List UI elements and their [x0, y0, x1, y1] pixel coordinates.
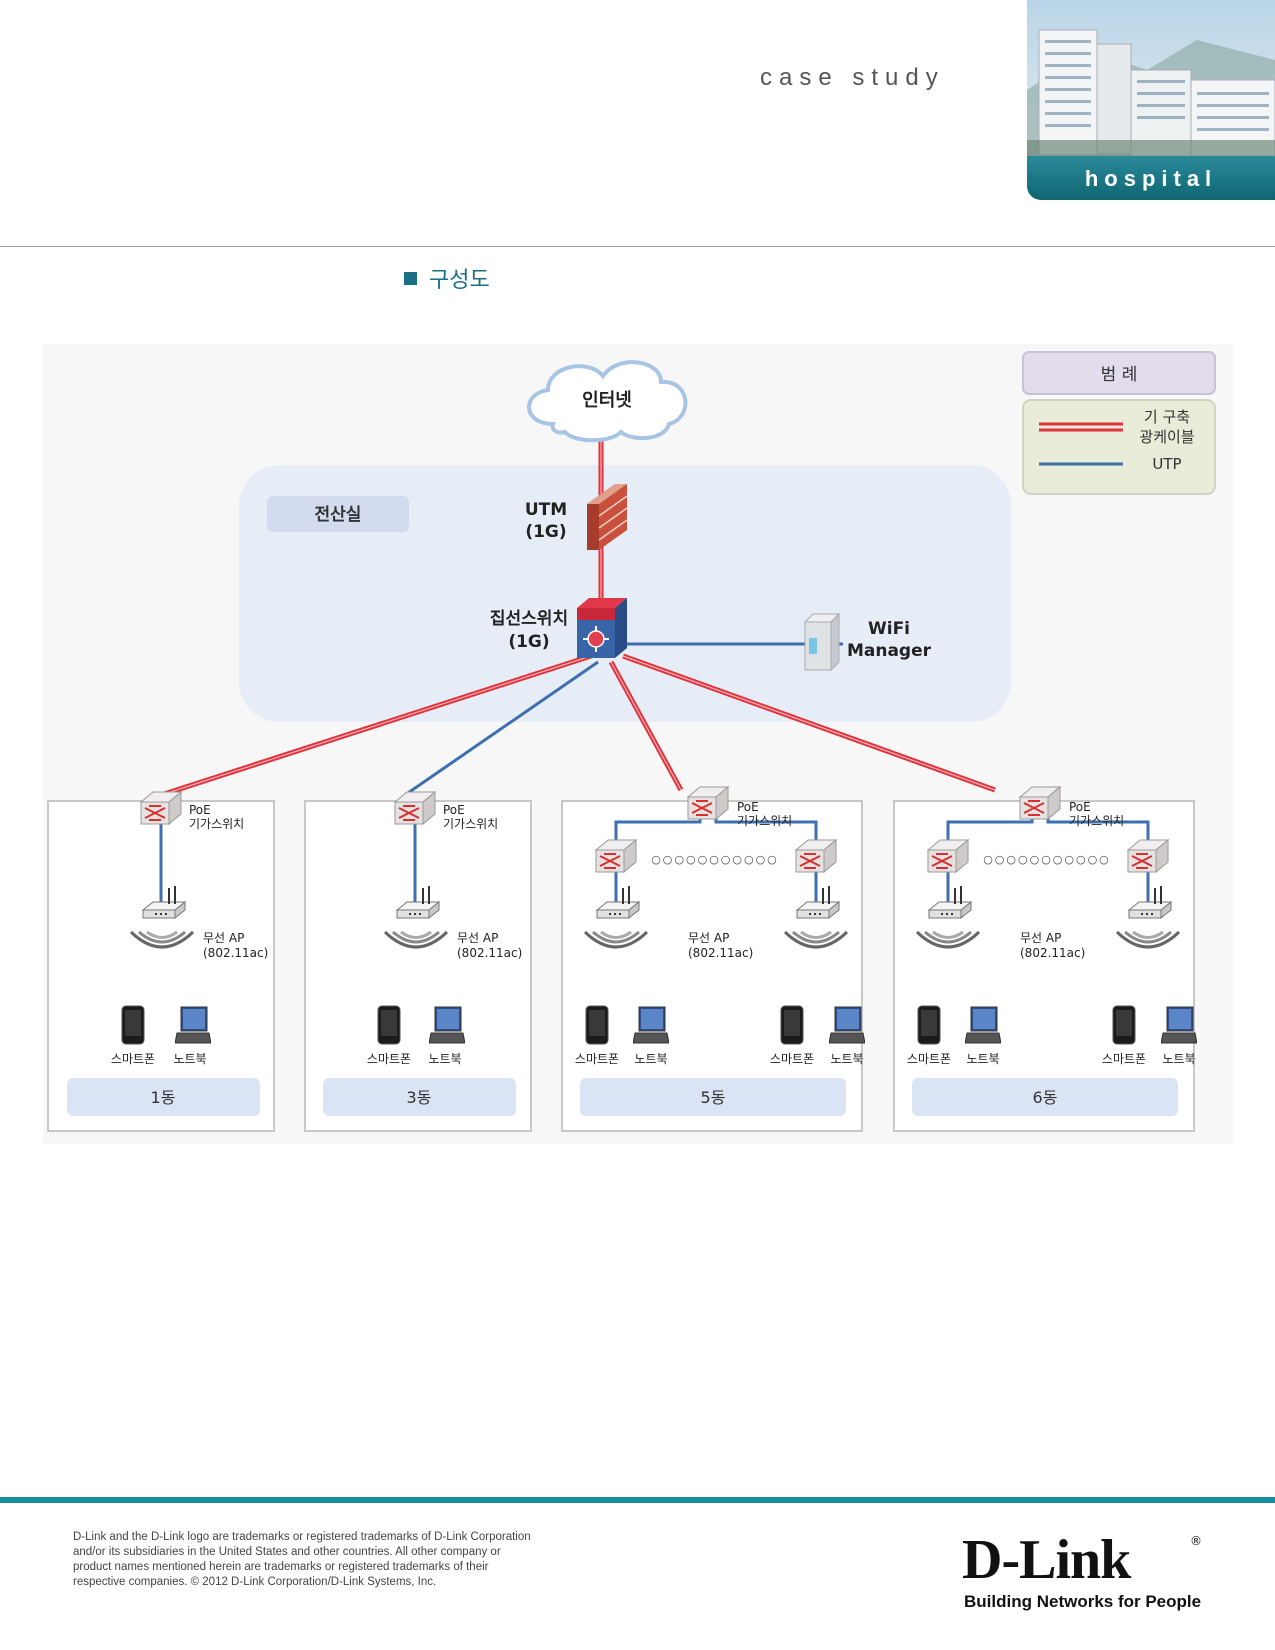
core-switch-speed: (1G) [508, 632, 549, 652]
ap-label-1: 무선 AP [1020, 931, 1061, 945]
smartphone-icon [780, 1005, 804, 1045]
smartphone-icon [121, 1005, 145, 1045]
smartphone-label: 스마트폰 [111, 1052, 155, 1066]
building-name: 1동 [151, 1088, 176, 1107]
poe-switch-label-1: PoE [1069, 800, 1091, 814]
poe-switch-icon [140, 791, 182, 825]
poe-switch-icon [394, 791, 436, 825]
poe-switch-label-2: 기가스위치 [1069, 814, 1124, 828]
building-5dong: PoE 기가스위치 ○○○○○○○○○○○ 무선 AP (802.11ac) 스… [561, 786, 865, 1132]
ap-label-1: 무선 AP [457, 931, 498, 945]
footer-line: respective companies. © 2012 D-Link Corp… [73, 1576, 437, 1588]
square-bullet-icon [404, 272, 417, 285]
poe-switch-icon [795, 839, 837, 873]
building-name-box [912, 1078, 1178, 1116]
laptop-label: 노트북 [173, 1052, 206, 1066]
server-room-label-box [267, 496, 409, 532]
case-study-label: case study [760, 64, 945, 91]
smartphone-label: 스마트폰 [907, 1052, 951, 1066]
poe-switch-label-2: 기가스위치 [443, 817, 498, 831]
building-name: 6동 [1033, 1088, 1058, 1107]
legend-fiber-label-1: 기 구축 [1144, 408, 1190, 426]
building-1dong: PoE 기가스위치 무선 AP (802.11ac) 스마트폰 노트북 1동 [47, 791, 275, 1132]
poe-switch-label-2: 기가스위치 [737, 814, 792, 828]
section-title: 구성도 [404, 262, 490, 294]
ap-label-2: (802.11ac) [1020, 946, 1085, 960]
footer-line: and/or its subsidiaries in the United St… [73, 1546, 501, 1558]
laptop-label: 노트북 [428, 1052, 461, 1066]
legend-title-box [1022, 351, 1216, 395]
hospital-hero-image: hospital [1027, 0, 1275, 200]
laptop-label: 노트북 [1162, 1052, 1195, 1066]
wifi-manager-label-2: Manager [847, 641, 932, 661]
fiber-highlight [610, 661, 682, 791]
server-room-label: 전산실 [315, 505, 362, 525]
building-name: 3동 [407, 1088, 432, 1107]
laptop-label: 노트북 [966, 1052, 999, 1066]
fiber-highlight [622, 655, 996, 791]
poe-switch-label-1: PoE [737, 800, 759, 814]
smartphone-label: 스마트폰 [770, 1052, 814, 1066]
ap-label-1: 무선 AP [688, 931, 729, 945]
logo-tagline: Building Networks for People [964, 1592, 1202, 1611]
hero-label: hospital [1084, 166, 1218, 191]
building-frame [304, 800, 532, 1132]
laptop-label: 노트북 [634, 1052, 667, 1066]
network-diagram: 전산실 범 례 기 구축 광케이블 UTP 인터넷 UTM (1G) [43, 344, 1233, 1144]
utm-label: UTM [525, 500, 567, 520]
server-icon [803, 612, 841, 672]
core-to-3dong-utp [404, 660, 599, 797]
poe-switch-icon [595, 839, 637, 873]
building-name-box [323, 1078, 516, 1116]
footer-line: product names mentioned herein are trade… [73, 1561, 489, 1573]
ap-label-2: (802.11ac) [203, 946, 268, 960]
legend: 범 례 기 구축 광케이블 UTP [1022, 351, 1216, 495]
internet-cloud-icon [527, 360, 688, 443]
fiber-highlight [160, 655, 592, 796]
smartphone-label: 스마트폰 [1102, 1052, 1146, 1066]
registered-mark: ® [1190, 1534, 1202, 1548]
legend-title: 범 례 [1101, 365, 1138, 385]
poe-switch-label-1: PoE [189, 803, 211, 817]
building-name-box [67, 1078, 260, 1116]
smartphone-icon [1112, 1005, 1136, 1045]
logo-wordmark: D-Link [962, 1529, 1131, 1591]
legend-utp-label: UTP [1152, 455, 1181, 473]
poe-switch-label-2: 기가스위치 [189, 817, 244, 831]
internet-label: 인터넷 [582, 390, 632, 411]
poe-switch-icon [927, 839, 969, 873]
ap-label-2: (802.11ac) [457, 946, 522, 960]
footer-bar [0, 1497, 1275, 1503]
poe-switch-icon [1019, 786, 1061, 820]
building-name-box [580, 1078, 846, 1116]
more-switches-dots: ○○○○○○○○○○○ [983, 853, 1111, 866]
building-3dong: PoE 기가스위치 무선 AP (802.11ac) 스마트폰 노트북 3동 [304, 791, 532, 1132]
smartphone-label: 스마트폰 [575, 1052, 619, 1066]
core-switch-label: 집선스위치 [490, 609, 568, 629]
firewall-icon [587, 484, 628, 550]
building-name: 5동 [701, 1088, 726, 1107]
poe-switch-label-1: PoE [443, 803, 465, 817]
laptop-label: 노트북 [830, 1052, 863, 1066]
core-switch-icon [577, 598, 627, 658]
poe-switch-icon [687, 786, 729, 820]
building-6dong: PoE 기가스위치 ○○○○○○○○○○○ 무선 AP (802.11ac) 스… [893, 786, 1197, 1132]
footer-legal-text: D-Link and the D-Link logo are trademark… [73, 1530, 593, 1590]
wifi-manager-label-1: WiFi [868, 619, 910, 639]
smartphone-icon [585, 1005, 609, 1045]
legend-fiber-label-2: 광케이블 [1139, 428, 1194, 446]
more-switches-dots: ○○○○○○○○○○○ [651, 853, 779, 866]
dlink-logo: D-Link ® Building Networks for People [962, 1530, 1202, 1620]
utm-speed: (1G) [525, 522, 566, 542]
header-divider [0, 246, 1275, 247]
poe-switch-icon [1127, 839, 1169, 873]
ap-label-1: 무선 AP [203, 931, 244, 945]
smartphone-icon [377, 1005, 401, 1045]
smartphone-label: 스마트폰 [367, 1052, 411, 1066]
ap-label-2: (802.11ac) [688, 946, 753, 960]
smartphone-icon [917, 1005, 941, 1045]
footer-line: D-Link and the D-Link logo are trademark… [73, 1531, 531, 1543]
hero-label-band [1027, 156, 1275, 200]
section-title-text: 구성도 [429, 268, 490, 293]
